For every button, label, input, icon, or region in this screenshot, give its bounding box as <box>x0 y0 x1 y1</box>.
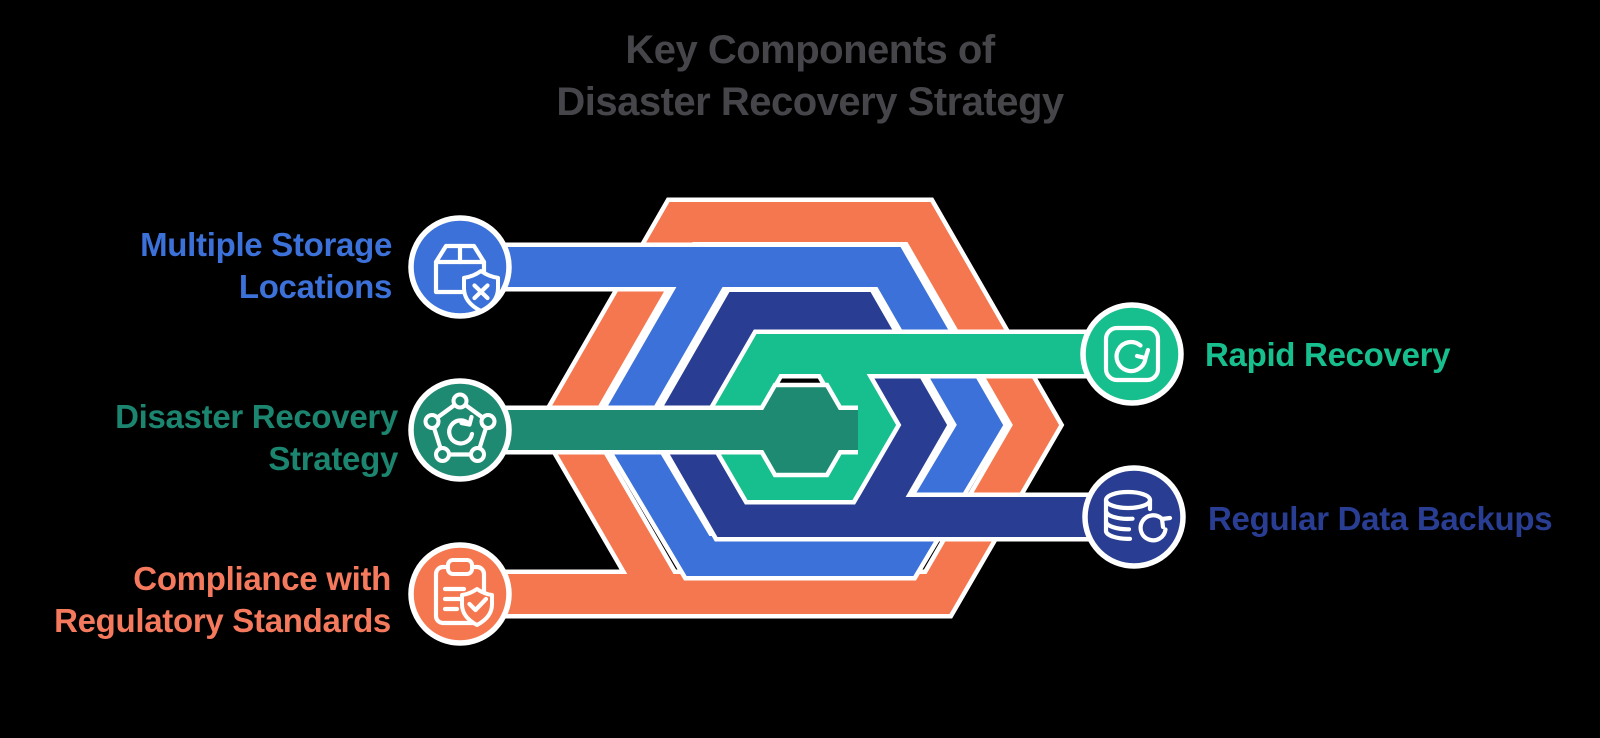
center-hexagon-with-connector <box>460 382 858 478</box>
label-disaster-recovery-strategy: Disaster Recovery Strategy <box>115 398 398 477</box>
icon-circle-navy <box>1082 465 1186 569</box>
node-icon-disaster-recovery <box>408 378 512 482</box>
title-line-1: Key Components of <box>625 28 995 72</box>
node-icon-regular-backups <box>1082 465 1186 569</box>
node-icon-compliance <box>408 542 512 646</box>
page-title: Key Components of Disaster Recovery Stra… <box>10 24 1600 128</box>
label-compliance-regulatory-standards: Compliance with Regulatory Standards <box>54 560 391 639</box>
network-restore-icon <box>423 392 497 463</box>
node-icon-multiple-storage <box>408 215 512 319</box>
database-refresh-icon <box>1103 489 1173 543</box>
icon-circle-green <box>1080 302 1184 406</box>
label-multiple-storage-locations: Multiple Storage Locations <box>140 226 392 305</box>
refresh-square-icon <box>1103 325 1161 383</box>
title-line-2: Disaster Recovery Strategy <box>556 80 1064 124</box>
clipboard-shield-check-icon <box>433 558 494 627</box>
package-shield-x-icon <box>433 243 500 313</box>
node-icon-rapid-recovery <box>1080 302 1184 406</box>
label-rapid-recovery: Rapid Recovery <box>1205 336 1451 373</box>
label-regular-data-backups: Regular Data Backups <box>1208 500 1553 537</box>
